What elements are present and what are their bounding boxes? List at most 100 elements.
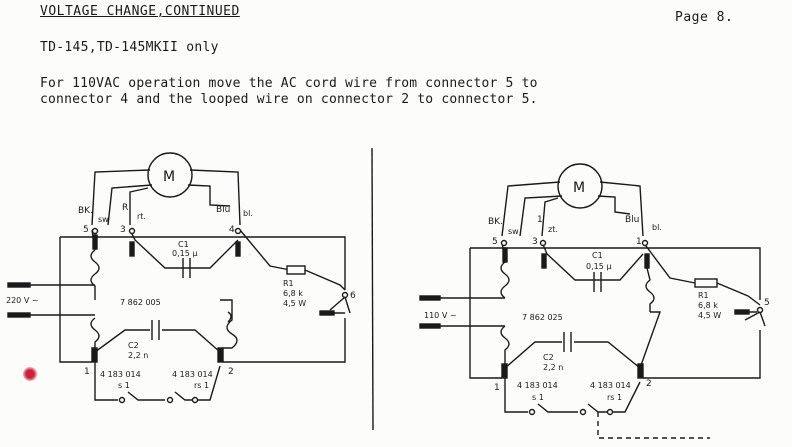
left-term-6-label: 6 [350,291,356,301]
left-switch-node [191,396,199,404]
instruction-line-2: connector 4 and the looped wire on conne… [40,92,538,107]
left-label-sw: sw [98,215,109,224]
left-switch-b-name: rs 1 [194,381,209,390]
right-c1-label: C1 [592,251,603,260]
left-c1-label: C1 [178,240,189,249]
left-terminal-3 [129,241,135,257]
right-c1-value: 0,15 μ [586,262,611,271]
left-coil-1 [90,317,100,352]
right-switch-node [606,408,614,416]
right-motor [557,163,603,209]
right-terminal-2 [637,363,644,379]
left-capacitor-c1 [182,258,191,278]
left-top-bus [60,236,346,290]
right-node-5 [500,239,508,247]
right-capacitor-c1 [593,272,602,292]
page-number: Page 8. [675,10,734,25]
right-terminal-4 [644,253,650,269]
right-top-bus [470,247,761,300]
right-node-6 [756,306,764,314]
right-schematic-110v: M [419,163,770,439]
right-c2-label: C2 [543,353,554,362]
right-c2-wiring [504,341,641,369]
left-r1-value: 6,8 k [283,289,303,298]
left-node-6 [341,291,349,299]
left-schematic-220v: M [6,152,356,404]
right-label-r: 1 [537,215,543,225]
right-terminal-5 [502,247,508,263]
left-motor-label: M [163,169,175,185]
right-r1-watt: 4,5 W [698,311,721,320]
right-motor-label: M [573,180,585,196]
red-marker-dot [23,367,37,381]
left-switch-a-name: s 1 [118,381,130,390]
left-node-4 [234,227,242,235]
left-c2-value: 2,2 n [128,351,148,360]
right-resistor-r1 [694,278,718,288]
right-r1-label: R1 [698,291,709,300]
right-motor-leads [501,181,644,237]
right-part-number: 7 862 025 [522,313,563,322]
left-r1-label: R1 [283,279,294,288]
right-terminal-3 [541,253,547,269]
right-upper-wiring [501,241,761,306]
left-terminal-5 [92,234,98,250]
left-label-r: R [122,203,128,213]
left-lower-bus [59,237,346,363]
right-label-bk: BK. [488,217,503,227]
left-label-blu: Blu [216,205,230,215]
left-switch-rs1 [166,396,174,404]
right-term-2-label: 2 [646,379,652,389]
right-coil-1 [500,325,510,368]
left-motor [147,152,193,198]
left-term-2-label: 2 [228,367,234,377]
left-ac-plug-upper [7,282,31,288]
left-voltage-label: 220 V ~ [6,296,39,305]
right-switch-s1 [528,408,536,416]
right-term-5-label: 5 [492,237,498,247]
right-switch-b-part: 4 183 014 [590,381,631,390]
right-label-bl: bl. [652,223,662,232]
right-term-3-label: 3 [532,237,538,247]
right-looped-wire [645,267,655,312]
left-term-1-label: 1 [84,367,90,377]
right-switch-b-name: rs 1 [607,393,622,402]
left-coil-5 [90,249,100,300]
section-title: VOLTAGE CHANGE,CONTINUED [40,4,240,19]
left-c1-value: 0,15 μ [172,249,197,258]
right-switch-a-part: 4 183 014 [517,381,558,390]
left-label-rt: rt. [137,212,146,221]
left-node-5 [91,227,99,235]
left-label-bl: bl. [243,209,253,218]
left-terminal-2 [217,347,224,363]
left-motor-leads [91,169,241,226]
left-terminal-4 [235,241,241,257]
left-node-3 [128,227,136,235]
right-voltage-label: 110 V ~ [424,311,457,320]
right-ac-plug-lower [419,323,441,329]
right-r1-value: 6,8 k [698,301,718,310]
left-term-5-label: 5 [83,225,89,235]
right-c2-value: 2,2 n [543,363,563,372]
left-part-number: 7 862 005 [120,298,161,307]
right-lower-bus [469,248,761,379]
right-node-3 [539,239,547,247]
left-term-3-label: 3 [120,225,126,235]
left-looped-wire [220,299,238,349]
right-terminal-1 [501,363,508,379]
instruction-line-1: For 110VAC operation move the AC cord wi… [40,76,538,91]
right-term-4-label: 1 [636,237,642,247]
left-term-4-label: 4 [229,225,235,235]
right-coil-5 [500,261,510,299]
right-node-4 [641,239,649,247]
left-upper-wiring [91,229,346,291]
right-ac-plug-upper [419,295,441,301]
left-switch-b-part: 4 183 014 [172,370,213,379]
right-terminal-6-lug [734,309,750,315]
left-terminal-1 [91,347,98,363]
left-c2-wiring [94,329,221,353]
left-ac-plug-lower [7,312,31,318]
right-label-blu: Blu [625,215,639,225]
diagram-separator [371,147,374,431]
